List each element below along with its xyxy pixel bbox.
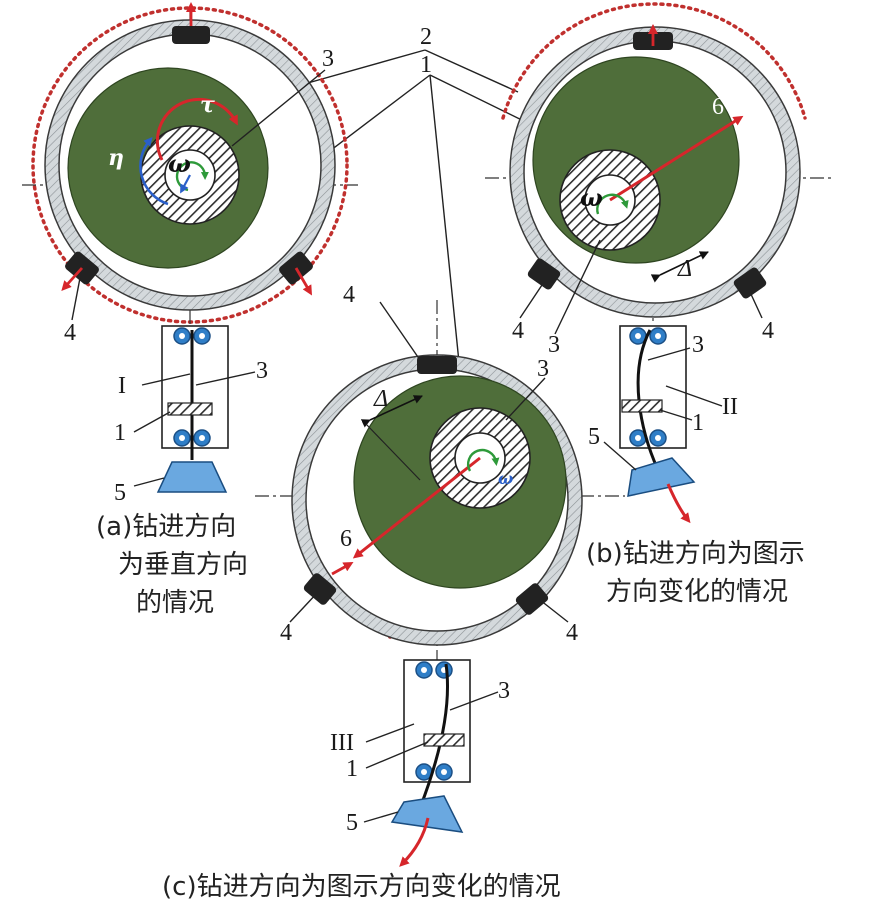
roller-pair-icon [629,429,667,447]
red-arrow-icon [666,483,691,524]
frame-label-I: I [118,373,126,399]
symbol-eta: η [108,145,124,171]
pad-4-right [515,583,549,615]
frame-III [403,659,471,783]
label-3-rod: 3 [256,358,268,384]
block-1 [423,733,465,747]
curved-arrow-icon [466,448,500,472]
label-delta: Δ [677,256,692,282]
label-4: 4 [64,320,76,346]
label-3-rod: 3 [692,332,704,358]
label-5-bit: 5 [346,810,358,836]
block-1 [167,402,213,416]
label-4-top: 4 [343,282,355,308]
caption-line-1: (b)钻进方向为图示 [586,539,805,569]
red-arrow-icon [294,267,313,296]
roller-pair-icon [629,327,667,345]
label-4-right: 4 [566,620,578,646]
label-4-right: 4 [762,318,774,344]
label-1-block: 1 [114,420,126,446]
frame-I [161,325,229,449]
pad-4-top [417,356,457,374]
red-arrow-icon [609,115,744,202]
block-1 [621,399,663,413]
drill-bit-5 [156,461,228,493]
pad-4-left [527,258,561,290]
red-arrow-icon [331,562,354,576]
diagram-c: ω Δ 4 3 6 4 4 [162,282,625,902]
drill-bit-5 [390,795,464,833]
label-delta: Δ [373,386,388,412]
red-arrow-icon [352,456,481,559]
rotation-path-dotted [501,2,807,120]
delta-dimension [650,251,709,283]
symbol-omega: ω [168,149,191,178]
pad-4-right [733,267,767,299]
pad-4-left [303,573,337,605]
roller-pair-icon [415,763,453,781]
label-1-block: 1 [346,756,358,782]
roller-pair-icon [173,327,211,345]
diagram-b: 6 ω Δ 4 4 3 [485,2,835,607]
symbol-tau: τ [200,92,215,118]
label-6: 6 [712,94,724,120]
caption-line-2: 方向变化的情况 [606,577,788,607]
label-4: 4 [512,318,524,344]
curved-arrow-icon [139,136,169,206]
caption-line-3: 的情况 [136,588,214,618]
red-arrow-icon [61,267,84,291]
frame-II [619,325,687,449]
label-2: 2 [420,24,432,50]
label-5-bit: 5 [114,480,126,506]
red-arrow-icon [399,817,430,867]
curved-arrow-icon [155,97,238,161]
label-3: 3 [548,332,560,358]
drill-bit-5 [627,457,696,497]
delta-dimension [360,395,423,428]
label-3: 3 [537,356,549,382]
caption-line-1: (a)钻进方向 [96,512,236,542]
label-3: 3 [322,46,334,72]
label-5-bit: 5 [588,424,600,450]
caption-line-1: (c)钻进方向为图示方向变化的情况 [162,872,561,902]
symbol-omega: ω [580,183,603,212]
label-3-rod: 3 [498,678,510,704]
diagram-a: τ η ω 3 4 I 3 [22,2,358,618]
label-6: 6 [340,526,352,552]
caption-line-2: 为垂直方向 [118,550,248,580]
frame-label-III: III [330,730,354,756]
symbol-omega: ω [498,469,513,488]
drill-rod [418,663,450,809]
label-1-block: 1 [692,410,704,436]
label-1: 1 [420,52,432,78]
label-4: 4 [280,620,292,646]
curved-arrow-icon [596,193,629,215]
roller-pair-icon [173,429,211,447]
pad-top [172,26,210,44]
frame-label-II: II [722,394,738,420]
